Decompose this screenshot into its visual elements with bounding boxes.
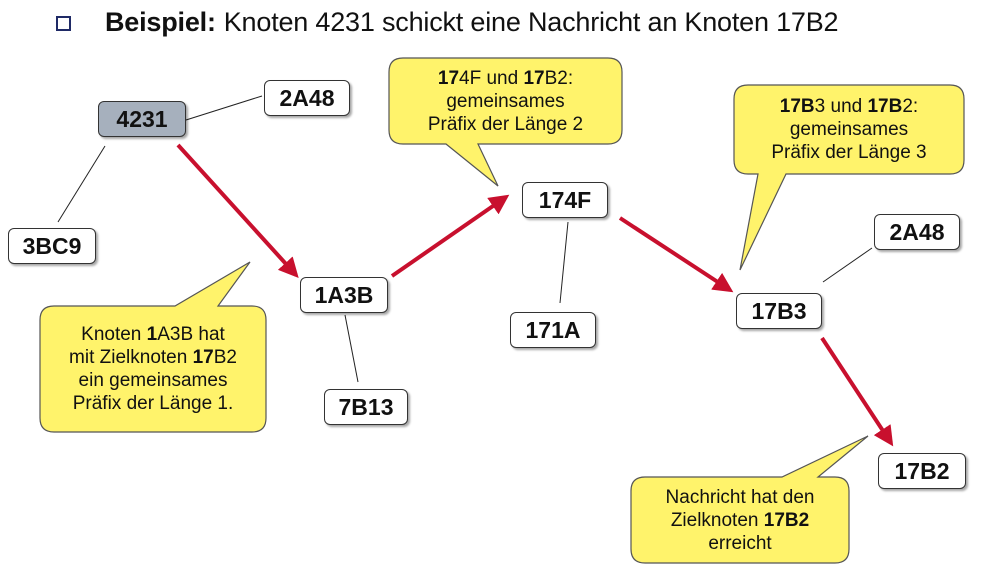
route-arrow-4	[820, 336, 894, 447]
callout-2-line-3: Präfix der Länge 2	[427, 113, 584, 135]
node-17B3: 17B3	[736, 293, 822, 329]
callout-4-line-3: erreicht	[708, 532, 772, 554]
callout-bubble-4	[630, 435, 869, 564]
callout-1-line-3: ein gemeinsames	[78, 370, 228, 391]
callout-1-line-4: Präfix der Länge 1.	[72, 393, 234, 414]
route-arrow-1	[176, 143, 299, 278]
link-1A3B-7B13	[344, 314, 359, 383]
callout-text-3: 17B3 und 17B2: gemeinsames Präfix der Lä…	[734, 85, 964, 174]
callout-2-line-2: gemeinsames	[446, 90, 565, 112]
node-2A48-right: 2A48	[874, 214, 960, 250]
callout-4-line-1: Nachricht hat den	[665, 486, 815, 508]
node-174F: 174F	[522, 182, 608, 218]
callout-2-line-1: 174F und 17B2:	[437, 67, 574, 89]
node-3BC9: 3BC9	[8, 228, 96, 264]
link-174F-171A	[559, 221, 569, 304]
link-4231-3BC9	[57, 145, 106, 223]
callout-bubble-3	[733, 84, 965, 271]
callout-1-line-1: Knoten 1A3B hat	[81, 324, 225, 345]
callout-3-line-1: 17B3 und 17B2:	[779, 96, 919, 117]
title-text: Knoten 4231 schickt eine Nachricht an Kn…	[223, 6, 839, 37]
link-4231-2A48	[185, 95, 263, 121]
callout-text-4: Nachricht hat den Zielknoten 17B2 erreic…	[631, 477, 849, 563]
square-bullet-icon	[56, 15, 71, 31]
node-7B13: 7B13	[324, 389, 408, 425]
callout-4-line-2: Zielknoten 17B2	[670, 509, 810, 531]
title-bold: Beispiel:	[105, 6, 216, 37]
callout-3-line-3: Präfix der Länge 3	[771, 142, 927, 163]
node-2A48-top: 2A48	[264, 80, 350, 116]
callout-1-line-2: mit Zielknoten 17B2	[69, 347, 237, 368]
route-arrow-3	[618, 216, 734, 293]
node-17B2: 17B2	[878, 453, 966, 489]
node-4231: 4231	[98, 101, 186, 137]
callout-3-line-2: gemeinsames	[789, 119, 909, 140]
route-arrow-2	[390, 194, 510, 278]
callout-text-1: Knoten 1A3B hat mit Zielknoten 17B2 ein …	[40, 306, 266, 432]
link-17B3-2A48	[822, 247, 873, 283]
node-1A3B: 1A3B	[300, 277, 388, 313]
callout-bubble-2	[388, 57, 623, 187]
callout-bubble-1	[39, 261, 267, 433]
node-171A: 171A	[510, 312, 596, 348]
slide-title: Beispiel: Knoten 4231 schickt eine Nachr…	[56, 6, 839, 38]
callout-text-2: 174F und 17B2: gemeinsames Präfix der Lä…	[389, 58, 622, 144]
